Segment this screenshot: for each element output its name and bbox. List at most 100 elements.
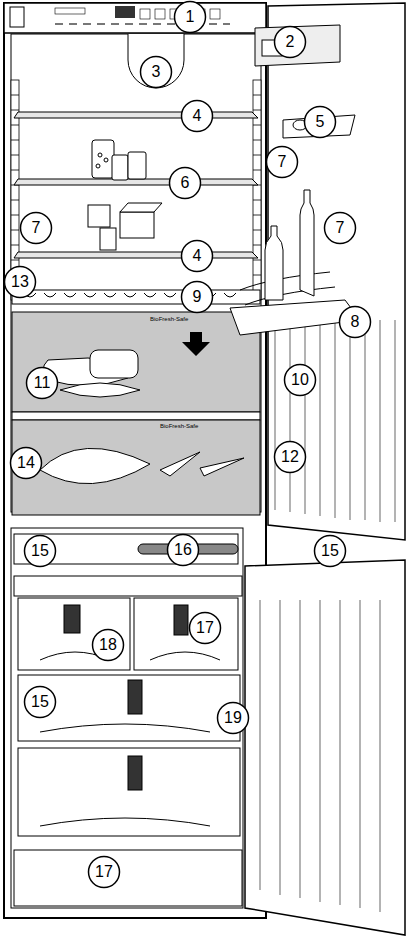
freezer-drawers [128,756,142,790]
biofresh-drawer [200,458,244,476]
callout-number: 2 [286,34,295,50]
callout-outline [315,536,346,567]
upper-door [265,226,283,300]
callout-circle: 2 [273,25,307,59]
yoghurt-and-box [120,212,154,238]
callout-circle: 7 [265,145,299,179]
freezer-drawers [18,598,130,670]
upper-door [240,272,335,305]
shelf-supports [253,80,261,300]
callout-outline [5,267,36,298]
jars-and-cans [98,153,102,157]
callout-circle: 4 [180,239,214,273]
callout-outline [89,857,120,888]
freezer-drawers [14,576,242,596]
control-panel [210,9,220,19]
arrow-symbol [182,332,210,356]
callout-outline [11,448,42,479]
upper-door [268,3,405,540]
callout-circle: 5 [303,105,337,139]
callout-outline [182,241,213,272]
freezer-drawers [64,605,80,633]
callout-number: 12 [281,449,299,465]
jars-and-cans [128,152,146,179]
jars-and-cans [96,164,100,168]
callout-outline [25,536,56,567]
callout-circle: 15 [313,534,347,568]
upper-door [275,320,395,522]
callout-circle: 16 [166,533,200,567]
jars-and-cans [92,140,146,180]
biofresh-drawer [60,383,140,397]
freezer-drawers [14,850,242,906]
callout-number: 9 [193,289,202,305]
callout-outline [275,442,306,473]
callout-number: 7 [32,220,41,236]
callout-number: 4 [193,108,202,124]
yoghurt-and-box [88,203,162,250]
callout-number: 1 [186,9,195,25]
glass-shelves [14,112,258,258]
callout-outline [325,213,356,244]
freezer-interior [11,528,243,908]
callout-number: 6 [181,175,190,191]
control-panel [140,9,150,19]
callout-outline [27,368,58,399]
freezer-drawers [14,576,242,906]
callout-circle: 7 [323,211,357,245]
freezer-drawers [174,605,188,635]
callout-number: 4 [193,248,202,264]
control-panel [155,9,165,19]
callout-circle: 17 [87,855,121,889]
fan-cover [128,34,184,88]
callout-number: 11 [34,375,51,391]
callout-circle: 19 [216,701,250,735]
callout-circle: 8 [338,305,372,339]
callout-outline [218,703,249,734]
callout-circle: 15 [23,685,57,719]
callout-number: 14 [17,455,35,471]
control-panel [115,6,135,18]
callout-circle: 3 [139,55,173,89]
lower-door [260,600,380,912]
shelf-grating [12,290,260,304]
callout-number: 10 [291,372,309,388]
callout-outline [21,213,52,244]
shelf-grating [12,290,260,304]
callout-number: 17 [95,864,113,880]
control-panel [4,3,266,33]
biofresh-drawer [90,350,138,378]
callout-number: 7 [278,154,287,170]
callout-circle: 4 [180,99,214,133]
callout-number: 16 [174,542,192,558]
callout-number: 15 [31,543,49,559]
jars-and-cans [92,140,114,178]
callout-circle: 9 [180,280,214,314]
biofresh-drawer [12,312,260,412]
callout-outline [305,107,336,138]
callout-outline [141,57,172,88]
callout-circle: 7 [19,211,53,245]
callout-outline [170,168,201,199]
drawer-label: BioFresh-Safe [160,423,198,429]
callout-outline [175,2,206,33]
callout-circle: 18 [91,628,125,662]
glass-shelves [14,252,258,258]
shelf-supports [11,80,261,300]
biofresh-drawer [40,448,150,483]
jars-and-cans [112,155,128,180]
cabinet-body [4,3,266,918]
callout-circle: 10 [283,363,317,397]
control-panel [55,8,85,14]
callout-number: 5 [316,114,325,130]
callout-outline [168,535,199,566]
biofresh-drawer [160,452,200,476]
callout-number: 8 [351,314,360,330]
callout-outline [267,147,298,178]
callout-outline [182,282,213,313]
callout-number: 7 [336,220,345,236]
callout-circle: 13 [3,265,37,299]
callout-number: 13 [11,274,29,290]
callout-outline [25,687,56,718]
callout-outline [93,630,124,661]
